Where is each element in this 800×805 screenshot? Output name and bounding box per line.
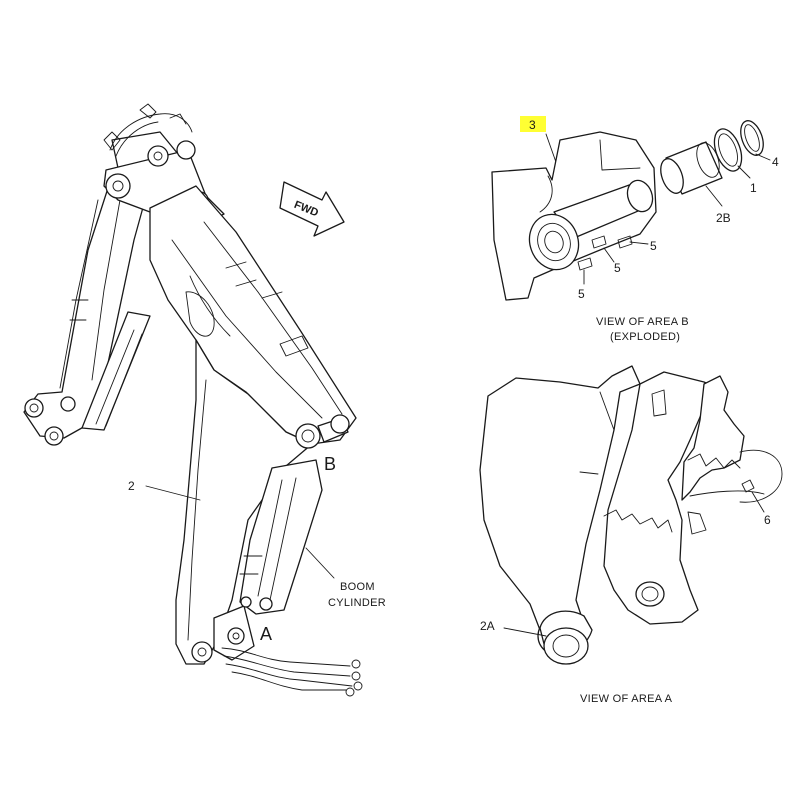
leader-2: [145, 485, 201, 501]
leader-5a: [629, 241, 649, 245]
callout-5b: 5: [614, 261, 621, 275]
view-a-title: VIEW OF AREA A: [580, 693, 673, 705]
leader-2a: [503, 627, 547, 637]
leader-6: [751, 491, 765, 513]
callout-4: 4: [772, 155, 779, 169]
leader-2b: [705, 185, 723, 207]
pin-area-a: [213, 596, 363, 697]
view-area-b: 3 4 1 2B 5 5 5: [491, 116, 779, 343]
boom-assembly: 2 B A BOOM CYLINDER: [23, 103, 386, 697]
callout-3: 3: [529, 118, 536, 132]
view-b-subtitle: (EXPLODED): [610, 331, 680, 343]
area-label-b: B: [324, 454, 336, 474]
leader-boom-cylinder: [305, 547, 335, 579]
callout-1: 1: [750, 181, 757, 195]
boom-cylinder-label-1: BOOM: [340, 581, 375, 593]
area-label-a: A: [260, 624, 272, 644]
callout-3-highlight: [520, 116, 546, 132]
fwd-arrow: FWD: [279, 181, 345, 237]
boom-upper: [149, 185, 357, 445]
stick-cylinder: [81, 311, 151, 431]
view-area-a: 6 2A VIEW OF AREA A: [479, 365, 783, 705]
leader-1: [737, 165, 751, 179]
callout-5a: 5: [650, 239, 657, 253]
leader-5b: [603, 247, 615, 263]
callout-6: 6: [764, 513, 771, 527]
view-b-title: VIEW OF AREA B: [596, 316, 689, 328]
boom-cylinder: [239, 459, 323, 615]
callout-5c: 5: [578, 287, 585, 301]
leader-4: [755, 153, 771, 161]
pin-area-b: [295, 414, 350, 449]
callout-2b: 2B: [716, 211, 731, 225]
callout-2: 2: [128, 479, 135, 493]
boom-cylinder-label-2: CYLINDER: [328, 597, 386, 609]
callout-2a: 2A: [480, 619, 495, 633]
